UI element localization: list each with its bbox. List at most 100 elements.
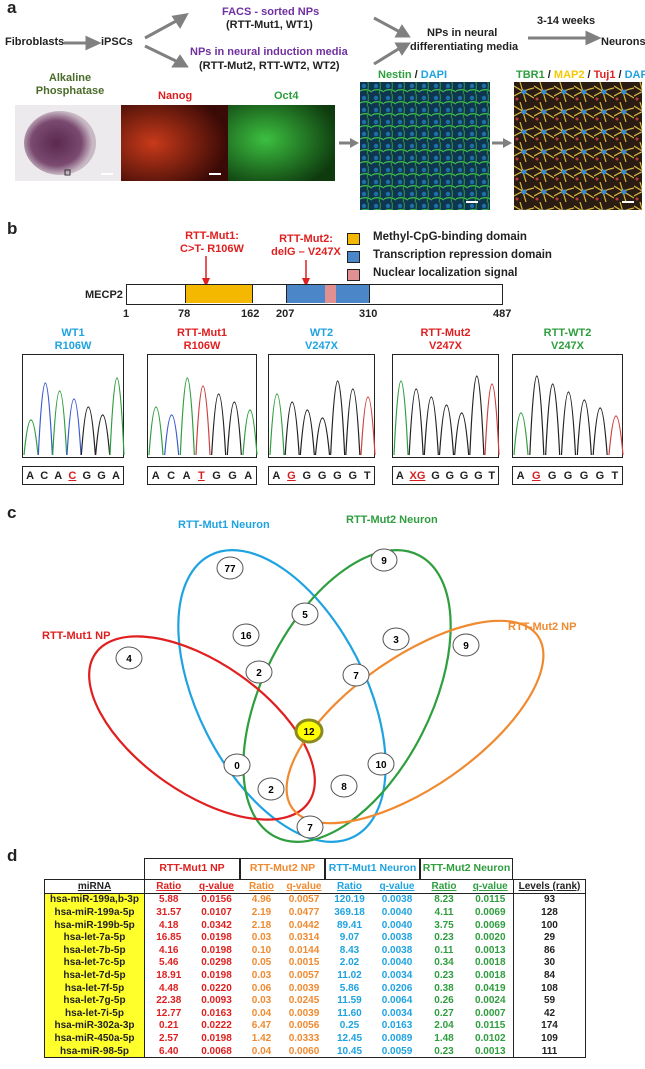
venn-count: 5 xyxy=(291,602,319,626)
table-value-cell: 0.0115 xyxy=(475,894,506,906)
table-header-cell: Ratio xyxy=(240,879,283,894)
venn-count-label: 5 xyxy=(302,610,308,621)
chromatogram-peak xyxy=(545,383,561,456)
table-value-cell: 0.27 xyxy=(434,1007,454,1019)
mecp2-gene-label: MECP2 xyxy=(85,289,123,301)
table-value-cell: 16.85 xyxy=(156,932,182,944)
venn-count: 7 xyxy=(296,815,324,839)
chromatogram-peak xyxy=(66,398,82,456)
chromatogram-peak xyxy=(37,382,53,456)
table-header-cell: Ratio xyxy=(420,879,468,894)
arrow-to-neurons xyxy=(492,138,512,148)
sequence-base: G xyxy=(287,469,296,482)
mut1-label-1: RTT-Mut1: xyxy=(185,230,239,242)
mut1-label-2: C>T- R106W xyxy=(180,243,244,255)
table-value-cell: 0.0477 xyxy=(288,906,320,918)
sequence-base: G xyxy=(348,469,358,482)
venn-label-mut1-neuron: RTT-Mut1 Neuron xyxy=(178,519,270,531)
alkaline-phosphatase-image xyxy=(15,105,121,181)
table-value-cell: 0.0245 xyxy=(288,995,320,1007)
table-header-cell: Levels (rank) xyxy=(513,879,586,894)
nls-domain xyxy=(325,285,336,303)
sequence-base: G xyxy=(82,469,92,482)
table-value-cell: 0.0163 xyxy=(381,1020,413,1032)
level-rank-cell: 128 xyxy=(513,906,586,919)
sequence-base: A xyxy=(54,469,63,482)
alkaline-label-1: Alkaline xyxy=(48,72,92,84)
venn-label-mut2-neuron: RTT-Mut2 Neuron xyxy=(346,514,438,526)
table-value-cell: 0.0038 xyxy=(381,894,413,906)
table-value-cell: 0.03 xyxy=(251,932,272,944)
table-value-cell: 0.0040 xyxy=(381,957,413,969)
sequence-base: G xyxy=(212,469,221,482)
mut2-label-2: delG – V247X xyxy=(271,246,341,258)
chromatogram-peak xyxy=(109,377,125,456)
chromatogram-peak xyxy=(345,388,361,456)
table-value-cell: 12.45 xyxy=(336,1032,363,1044)
venn-label-mut2-np: RTT-Mut2 NP xyxy=(508,621,577,633)
venn-set-mut1-np xyxy=(88,635,316,821)
chromatogram-peak xyxy=(242,409,258,456)
chromatogram-peak xyxy=(95,414,111,456)
table-value-cell: 0.0056 xyxy=(288,1020,320,1032)
table-header-cell: Ratio xyxy=(144,879,193,894)
trd-domain-right xyxy=(336,285,370,303)
table-group-header: RTT-Mut2 NP xyxy=(240,858,325,879)
table-value-cell: 0.0039 xyxy=(288,982,320,994)
mirna-name-cell: hsa-let-7f-5p xyxy=(44,981,145,995)
table-value-cell: 369.18 xyxy=(334,906,365,918)
neuron-markers-label: TBR1 / MAP2 / Tuj1 / DAPI xyxy=(516,69,645,81)
table-value-cell: 8.23 xyxy=(434,894,454,906)
table-value-cell: 0.23 xyxy=(434,969,454,981)
table-value-cell: 10.45 xyxy=(336,1045,363,1057)
table-value-cell: 0.0013 xyxy=(474,1045,506,1057)
level-rank-cell: 109 xyxy=(513,1032,586,1045)
chromatogram-peak xyxy=(330,380,346,456)
table-value-cell: 0.0060 xyxy=(288,1045,320,1057)
legend-label-trd: Transcription repression domain xyxy=(373,249,552,261)
sample-title-line-1: RTT-Mut1 xyxy=(176,327,228,339)
table-value-cell: 0.0034 xyxy=(381,1007,413,1019)
venn-count-label: 7 xyxy=(353,671,359,682)
level-rank-cell: 100 xyxy=(513,918,586,932)
table-value-cell: 22.38 xyxy=(156,995,182,1007)
chromatogram xyxy=(22,354,125,458)
chromatogram xyxy=(512,354,624,458)
table-value-cell: 0.04 xyxy=(251,1045,272,1057)
level-rank-cell: 42 xyxy=(513,1006,586,1020)
chromatogram-peak xyxy=(592,407,608,456)
table-value-cell: 1.48 xyxy=(434,1032,454,1044)
table-value-cell: 0.06 xyxy=(251,982,272,994)
sequence-base: G xyxy=(302,469,312,482)
sequence-base: G xyxy=(579,469,589,482)
sequence-base: A xyxy=(182,469,191,482)
table-header-cell: Ratio xyxy=(325,879,374,894)
oct4-label: Oct4 xyxy=(274,90,299,102)
table-value-cell: 0.0059 xyxy=(381,1045,413,1057)
chromatogram xyxy=(268,354,376,458)
nps-diff-label-2: differentiating media xyxy=(410,41,519,53)
table-value-cell: 0.0040 xyxy=(381,919,413,931)
sequence-base: A xyxy=(26,469,35,482)
table-value-cell: 0.38 xyxy=(434,982,454,994)
table-value-cell: 0.23 xyxy=(434,932,454,944)
chromatogram-peak xyxy=(469,375,485,456)
table-value-cell: 0.0206 xyxy=(381,982,413,994)
venn-count-label: 8 xyxy=(341,782,347,793)
sequence-base: G xyxy=(228,469,237,482)
sequence-base: A xyxy=(244,469,253,482)
sequence-base: A xyxy=(395,469,404,482)
table-value-cell: 0.0007 xyxy=(474,1007,506,1019)
chromatogram-peak xyxy=(423,396,439,456)
table-value-cell: 0.23 xyxy=(434,1045,454,1057)
table-value-cell: 0.34 xyxy=(434,957,454,969)
chromatogram-peak xyxy=(179,377,195,456)
venn-count-label: 7 xyxy=(307,823,313,834)
